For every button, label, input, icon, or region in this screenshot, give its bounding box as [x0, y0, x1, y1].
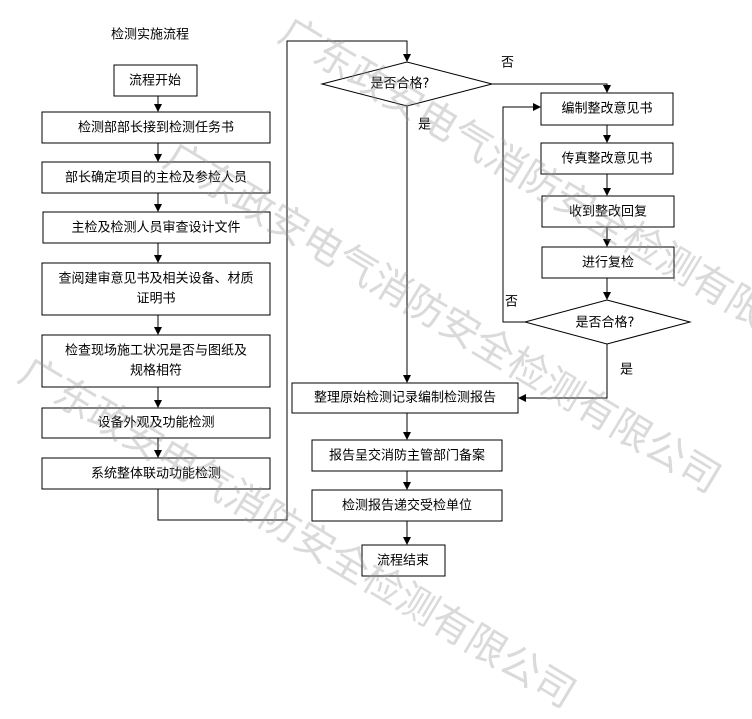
svg-text:是否合格?: 是否合格?	[576, 315, 635, 331]
flowchart: 检测实施流程 流程开始 检测部部长接到检测任务书 部长确定项目的主检及参检人员 …	[41, 28, 692, 577]
decision-qualified-1: 是否合格?	[320, 61, 494, 107]
svg-text:主检及检测人员审查设计文件: 主检及检测人员审查设计文件	[71, 221, 240, 236]
step-file-report: 报告呈交消防主管部门备案	[311, 439, 503, 472]
svg-text:规格相符: 规格相符	[130, 363, 182, 379]
svg-text:检测部部长接到检测任务书: 检测部部长接到检测任务书	[78, 120, 234, 136]
step-site-inspection: 检查现场施工状况是否与图纸及 规格相符	[41, 334, 271, 388]
svg-text:查阅建审意见书及相关设备、材质: 查阅建审意见书及相关设备、材质	[58, 271, 253, 287]
svg-text:设备外观及功能检测: 设备外观及功能检测	[97, 415, 214, 431]
step-start: 流程开始	[113, 64, 198, 97]
svg-text:是否合格?: 是否合格?	[371, 76, 430, 92]
svg-text:部长确定项目的主检及参检人员: 部长确定项目的主检及参检人员	[65, 170, 247, 186]
decision-qualified-2: 是否合格?	[523, 299, 692, 345]
svg-text:流程开始: 流程开始	[129, 74, 181, 89]
svg-text:报告呈交消防主管部门备案: 报告呈交消防主管部门备案	[329, 448, 485, 464]
svg-text:编制整改意见书: 编制整改意见书	[561, 101, 652, 117]
svg-text:检测报告递交受检单位: 检测报告递交受检单位	[342, 498, 472, 514]
step-receive-task: 检测部部长接到检测任务书	[41, 111, 271, 144]
step-deliver-report: 检测报告递交受检单位	[311, 489, 503, 522]
svg-text:流程结束: 流程结束	[377, 554, 429, 569]
connector-no-1	[492, 83, 611, 93]
step-fax-rectification: 传真整改意见书	[540, 142, 674, 175]
connector-no-2	[502, 103, 541, 323]
svg-text:证明书: 证明书	[136, 292, 175, 307]
flowchart-title: 检测实施流程	[111, 28, 189, 43]
step-end: 流程结束	[361, 544, 446, 577]
step-assign-inspectors: 部长确定项目的主检及参检人员	[41, 161, 271, 194]
decision2-yes-label: 是	[620, 363, 633, 378]
decision1-no-label: 否	[501, 56, 514, 71]
svg-text:系统整体联动功能检测: 系统整体联动功能检测	[91, 467, 221, 482]
left-connectors	[154, 40, 411, 521]
svg-text:检查现场施工状况是否与图纸及: 检查现场施工状况是否与图纸及	[65, 344, 247, 359]
step-check-certificates: 查阅建审意见书及相关设备、材质 证明书	[41, 262, 271, 316]
connector-yes-2	[518, 344, 608, 402]
decision1-yes-label: 是	[418, 118, 431, 133]
svg-text:进行复检: 进行复检	[582, 256, 634, 271]
svg-text:收到整改回复: 收到整改回复	[569, 205, 647, 220]
svg-text:传真整改意见书: 传真整改意见书	[561, 151, 652, 167]
svg-text:整理原始检测记录编制检测报告: 整理原始检测记录编制检测报告	[314, 391, 496, 406]
step-reinspection: 进行复检	[541, 246, 675, 279]
step-draft-rectification: 编制整改意见书	[540, 92, 674, 126]
step-linkage-test: 系统整体联动功能检测	[41, 457, 271, 490]
step-compile-report: 整理原始检测记录编制检测报告	[291, 382, 519, 414]
step-review-design: 主检及检测人员审查设计文件	[42, 211, 271, 244]
step-receive-reply: 收到整改回复	[541, 195, 675, 228]
step-appearance-test: 设备外观及功能检测	[41, 407, 271, 439]
decision2-no-label: 否	[505, 295, 518, 310]
